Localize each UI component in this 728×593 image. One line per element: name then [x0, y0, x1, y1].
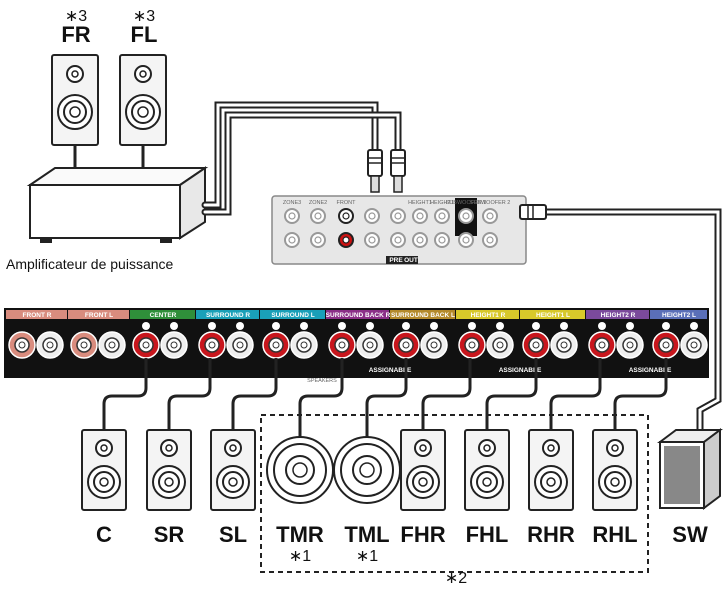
terminal-front-l: FRONT L: [68, 310, 129, 359]
speakers-label: SPEAKERS: [307, 378, 337, 384]
speaker-fhr: [400, 429, 446, 511]
preout-jack-label: ZONE2: [309, 200, 327, 206]
speaker-sr: [146, 429, 192, 511]
speaker-terminal-strip: FRONT R FRONT L CENTER SURROUND R SURROUND L…: [4, 308, 709, 384]
speaker-label-tml: TML: [344, 522, 390, 547]
preout-jack-label: SUBWOOFER 1: [446, 200, 487, 206]
preout-jack: [390, 208, 406, 248]
terminal-label: CENTER: [150, 312, 177, 319]
preout-jack: HEIGHT1: [430, 200, 454, 248]
preout-jack-label: HEIGHT1: [408, 200, 432, 206]
speaker-label-rhl: RHL: [592, 522, 638, 547]
amplifier-caption: Amplificateur de puissance: [6, 256, 174, 272]
preout-jack: HEIGHT1: [408, 200, 432, 248]
speaker-wire: [298, 358, 344, 437]
group-note: ∗2: [444, 570, 468, 587]
terminal-label: HEIGHT1 L: [536, 312, 570, 319]
speaker-label-fhr: FHR: [400, 522, 446, 547]
speaker-wire: [549, 358, 602, 430]
terminal-label: SURROUND BACK R: [326, 312, 391, 319]
terminal-surround-l: SURROUND L: [260, 310, 325, 359]
speaker-tml: [333, 436, 401, 504]
speaker-tmr: [266, 436, 334, 504]
terminal-label: FRONT R: [23, 312, 52, 319]
subwoofer-cable: [541, 208, 722, 436]
terminal-center: CENTER: [130, 310, 195, 359]
speaker-note-tmr: ∗1: [288, 548, 312, 565]
speaker-wire: [231, 358, 278, 430]
speaker-label-c: C: [96, 522, 112, 547]
terminal-height1-r: HEIGHT1 R: [456, 310, 519, 359]
terminal-label: FRONT L: [85, 312, 113, 319]
assignable-label: ASSIGNABLE: [369, 367, 412, 374]
speaker-label-sw: SW: [672, 522, 708, 547]
preout-jack: ZONE2: [309, 200, 327, 248]
power-amplifier: [26, 166, 209, 243]
speaker-wire: [365, 358, 408, 437]
pre-label: PRE: [389, 257, 403, 264]
out-label: OUT: [404, 257, 418, 264]
terminal-label: SURROUND BACK L: [391, 312, 455, 319]
terminal-label: HEIGHT1 R: [471, 312, 506, 319]
terminal-height1-l: HEIGHT1 L ASSIGNABLE: [499, 310, 585, 374]
front-speaker-wires: [73, 145, 145, 170]
speaker-label-sl: SL: [218, 522, 248, 547]
assignable-label: ASSIGNABLE: [629, 367, 672, 374]
assignable-label: ASSIGNABLE: [499, 367, 542, 374]
preout-jack-label: HEIGHT1: [430, 200, 454, 206]
speaker-wire: [421, 358, 472, 430]
speaker-c: [81, 429, 127, 511]
terminal-surround-back-r: SURROUND BACK R: [326, 310, 391, 359]
terminal-label: SURROUND R: [206, 312, 250, 319]
fl-note: ∗3: [132, 8, 156, 25]
speaker-rhl: [592, 429, 638, 511]
terminal-label: HEIGHT2 R: [601, 312, 636, 319]
preout-jack: SUBWOOFER 1: [446, 198, 487, 248]
speaker-wire: [613, 358, 668, 430]
preout-jack-label: SUBWOOFER 2: [470, 200, 511, 206]
subwoofer-plug: [519, 204, 547, 220]
speaker-label-tmr: TMR: [276, 522, 324, 547]
speaker-fhl: [464, 429, 510, 511]
terminal-label: SURROUND L: [271, 312, 314, 319]
terminal-label: HEIGHT2 L: [662, 312, 696, 319]
speaker-label-sr: SR: [153, 522, 185, 547]
speaker-wires: [102, 358, 668, 437]
preout-jack: FRONT: [337, 200, 357, 248]
terminal-surround-back-l: SURROUND BACK L ASSIGNABLE: [369, 310, 455, 374]
front-speaker-fl: [119, 54, 167, 146]
speaker-wire: [485, 358, 538, 430]
preout-jack: ZONE3: [283, 200, 301, 248]
terminal-height2-l: HEIGHT2 L ASSIGNABLE: [629, 310, 708, 374]
speaker-label-rhr: RHR: [527, 522, 575, 547]
preout-jack: SUBWOOFER 2: [470, 200, 511, 248]
preout-jack-label: ZONE3: [283, 200, 301, 206]
speaker-note-tml: ∗1: [355, 548, 379, 565]
terminal-front-r: FRONT R: [6, 310, 67, 359]
rca-cables: [201, 101, 402, 216]
speaker-wire: [102, 358, 148, 430]
terminal-height2-r: HEIGHT2 R: [586, 310, 649, 359]
speaker-label-fhl: FHL: [465, 522, 509, 547]
fl-label: FL: [130, 22, 158, 47]
speaker-rhr: [528, 429, 574, 511]
preout-jack: [364, 208, 380, 248]
preout-jack-label: FRONT: [337, 200, 357, 206]
front-speaker-fr: [51, 54, 99, 146]
subwoofer: [657, 428, 723, 510]
terminal-surround-r: SURROUND R: [196, 310, 259, 359]
assignable-group-box: [260, 414, 649, 573]
fr-note: ∗3: [64, 8, 88, 25]
speaker-wire: [167, 358, 212, 430]
rca-plugs: [367, 149, 406, 193]
speaker-sl: [210, 429, 256, 511]
fr-label: FR: [61, 22, 91, 47]
